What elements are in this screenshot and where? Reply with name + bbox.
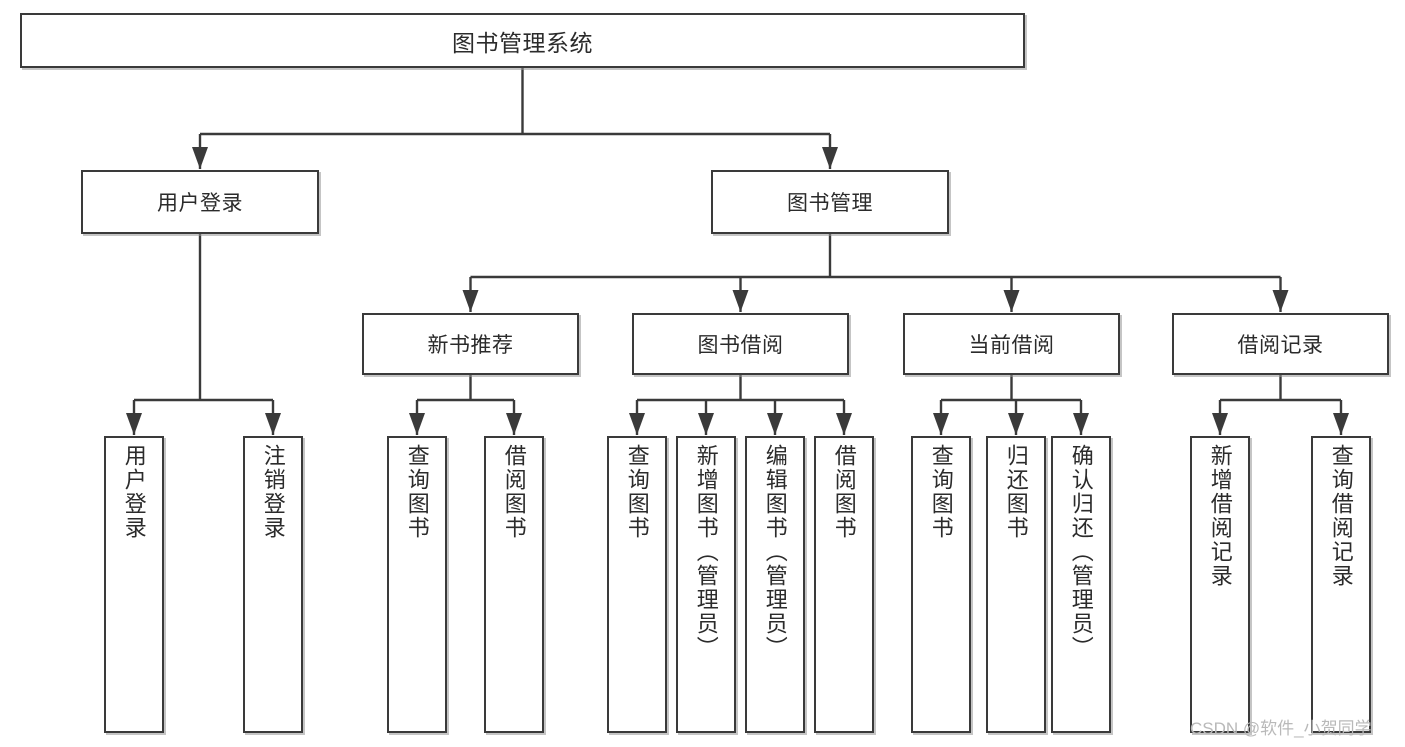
arrow-head-icon [629,413,645,435]
arrow-head-icon [462,290,479,312]
arrow-head-icon [506,413,522,435]
node-label: 新书推荐 [427,334,514,357]
arrow-head-icon [1333,413,1349,435]
node-leaf-add-book[interactable]: 新增图书（管理员） [676,436,736,733]
node-label: 图书管理 [787,192,873,215]
node-label: 用户登录 [157,192,243,215]
node-root[interactable]: 图书管理系统 [20,13,1025,68]
node-leaf-query-book-2[interactable]: 查询图书 [607,436,667,733]
arrow-head-icon [822,147,838,169]
arrow-head-icon [126,413,142,435]
node-label: 新增图书（管理员） [693,444,719,660]
node-label: 用户登录 [121,444,147,540]
node-label: 借阅记录 [1237,334,1324,357]
arrow-head-icon [265,413,281,435]
arrow-head-icon [192,147,208,169]
node-label: 新增借阅记录 [1207,444,1233,588]
node-leaf-user-login[interactable]: 用户登录 [104,436,164,733]
node-label: 借阅图书 [501,444,527,540]
node-label: 图书借阅 [697,334,784,357]
node-leaf-borrow-book-2[interactable]: 借阅图书 [814,436,874,733]
node-book-borrow[interactable]: 图书借阅 [632,313,849,375]
node-label: 图书管理系统 [452,29,593,56]
node-current-borrow[interactable]: 当前借阅 [903,313,1120,375]
arrow-head-icon [933,413,949,435]
node-leaf-edit-book[interactable]: 编辑图书（管理员） [745,436,805,733]
node-label: 当前借阅 [968,334,1055,357]
arrow-head-icon [1008,413,1024,435]
node-leaf-logout[interactable]: 注销登录 [243,436,303,733]
node-leaf-confirm-return[interactable]: 确认归还（管理员） [1051,436,1111,733]
arrow-head-icon [1003,290,1020,312]
arrow-head-icon [698,413,714,435]
node-leaf-add-record[interactable]: 新增借阅记录 [1190,436,1250,733]
node-label: 归还图书 [1003,444,1029,540]
node-leaf-query-record[interactable]: 查询借阅记录 [1311,436,1371,733]
node-label: 编辑图书（管理员） [762,444,788,660]
node-leaf-return-book[interactable]: 归还图书 [986,436,1046,733]
node-user-login[interactable]: 用户登录 [81,170,319,234]
node-leaf-query-book-1[interactable]: 查询图书 [387,436,447,733]
node-label: 查询借阅记录 [1328,444,1354,588]
arrow-head-icon [1272,290,1289,312]
node-leaf-query-book-3[interactable]: 查询图书 [911,436,971,733]
watermark-text: CSDN @软件_小贺同学 [1190,719,1372,738]
node-borrow-record[interactable]: 借阅记录 [1172,313,1389,375]
arrow-head-icon [1212,413,1228,435]
node-label: 查询图书 [404,444,430,540]
arrow-head-icon [1073,413,1089,435]
node-new-book-rec[interactable]: 新书推荐 [362,313,579,375]
node-label: 注销登录 [260,444,286,540]
node-label: 借阅图书 [831,444,857,540]
node-label: 查询图书 [624,444,650,540]
node-label: 确认归还（管理员） [1068,444,1094,660]
arrow-head-icon [732,290,749,312]
arrow-head-icon [767,413,783,435]
arrow-head-icon [409,413,425,435]
node-label: 查询图书 [928,444,954,540]
node-book-manage[interactable]: 图书管理 [711,170,949,234]
arrow-head-icon [836,413,852,435]
node-leaf-borrow-book-1[interactable]: 借阅图书 [484,436,544,733]
